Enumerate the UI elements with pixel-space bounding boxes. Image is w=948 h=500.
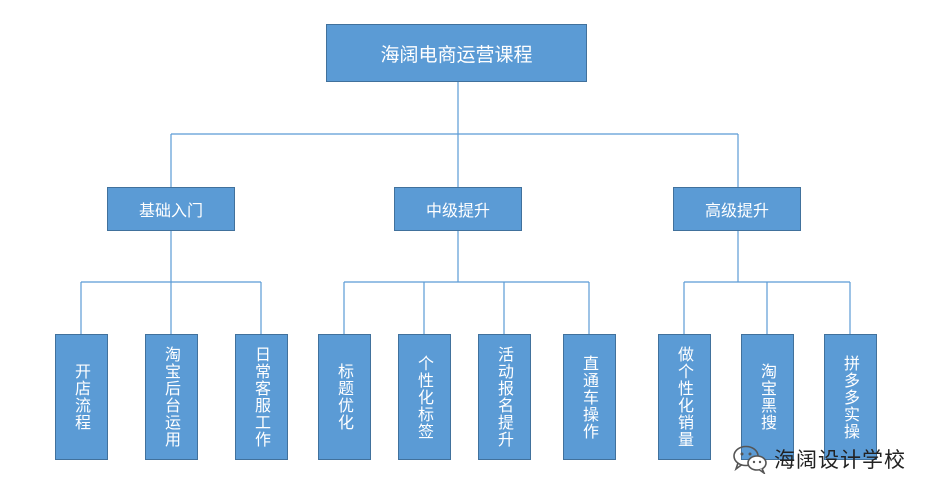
node-basic-intro: 基础入门 bbox=[107, 187, 235, 231]
leaf-label: 做个性化销量 bbox=[675, 346, 694, 448]
node-advanced: 高级提升 bbox=[673, 187, 801, 231]
leaf-node: 做个性化销量 bbox=[658, 334, 711, 460]
leaf-label: 淘宝后台运用 bbox=[162, 346, 181, 448]
root-node: 海阔电商运营课程 bbox=[326, 24, 587, 82]
leaf-label: 标题优化 bbox=[335, 363, 354, 431]
watermark-text: 海阔设计学校 bbox=[774, 448, 906, 472]
node-label: 基础入门 bbox=[138, 201, 203, 220]
leaf-label: 直通车操作 bbox=[580, 354, 599, 440]
leaf-label: 日常客服工作 bbox=[252, 346, 271, 448]
node-label: 中级提升 bbox=[425, 201, 490, 220]
leaf-label: 开店流程 bbox=[72, 363, 91, 431]
leaf-node: 开店流程 bbox=[55, 334, 108, 460]
node-label: 高级提升 bbox=[704, 201, 769, 220]
leaf-label: 淘宝黑搜 bbox=[758, 363, 777, 431]
leaf-label: 拼多多实操 bbox=[841, 354, 860, 440]
leaf-node: 淘宝后台运用 bbox=[145, 334, 198, 460]
watermark: 海阔设计学校 bbox=[732, 443, 906, 475]
leaf-node: 个性化标签 bbox=[398, 334, 451, 460]
leaf-node: 标题优化 bbox=[318, 334, 371, 460]
leaf-node: 活动报名提升 bbox=[478, 334, 531, 460]
leaf-node: 拼多多实操 bbox=[824, 334, 877, 460]
leaf-node: 淘宝黑搜 bbox=[741, 334, 794, 460]
leaf-node: 日常客服工作 bbox=[235, 334, 288, 460]
leaf-node: 直通车操作 bbox=[563, 334, 616, 460]
wechat-icon bbox=[733, 445, 767, 474]
leaf-label: 个性化标签 bbox=[415, 354, 434, 440]
node-intermediate: 中级提升 bbox=[394, 187, 522, 231]
root-label: 海阔电商运营课程 bbox=[380, 43, 533, 66]
leaf-label: 活动报名提升 bbox=[495, 346, 514, 448]
